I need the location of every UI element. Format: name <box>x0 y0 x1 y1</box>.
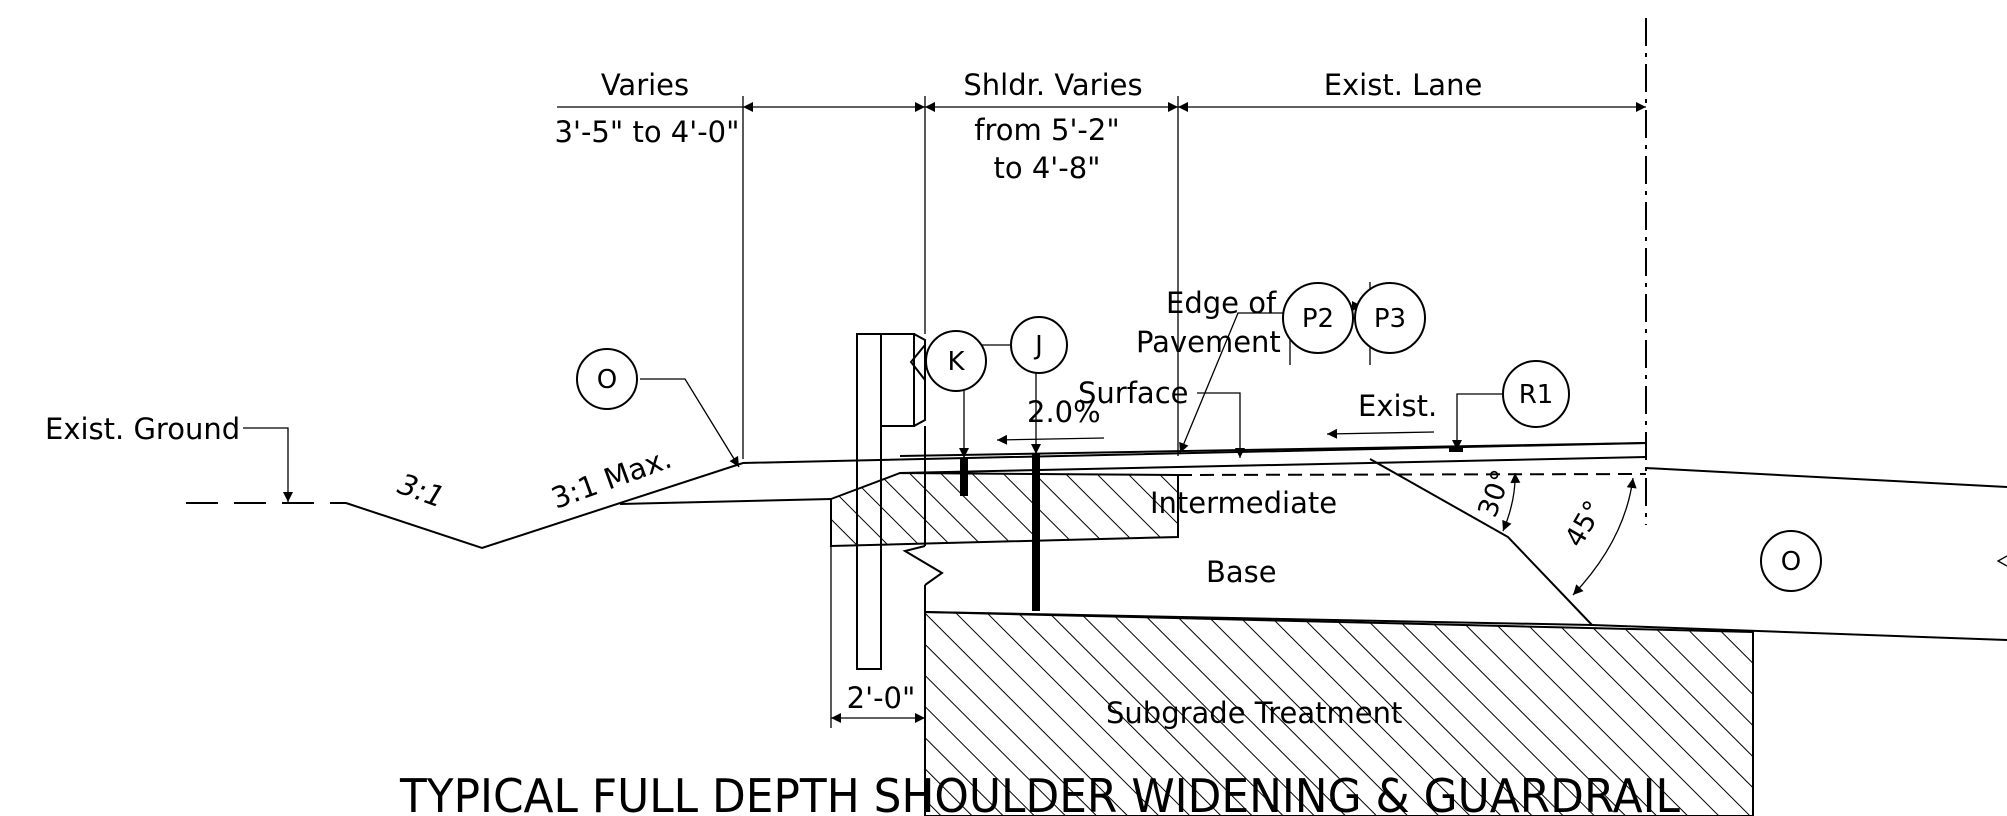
label-surface: Surface <box>1078 376 1188 410</box>
leaders <box>243 282 2007 596</box>
guardrail-post <box>856 333 944 816</box>
label-exist-ground: Exist. Ground <box>45 412 240 446</box>
callout-j: J <box>1010 316 1068 374</box>
callout-k: K <box>925 330 987 392</box>
callout-o-left: O <box>576 348 638 410</box>
svg-text:O: O <box>597 365 617 395</box>
label-slope-max: 3:1 Max. <box>547 441 676 516</box>
shoulder-base-area <box>830 471 1179 548</box>
callout-o-right: O <box>1760 530 1822 592</box>
dimension-lines <box>557 96 1646 728</box>
callout-p2: P2 <box>1282 282 1354 354</box>
svg-text:K: K <box>947 347 965 377</box>
label-angle-30: 30° <box>1472 466 1517 522</box>
dim-varies-range: 3'-5" to 4'-0" <box>555 115 740 149</box>
label-subgrade: Subgrade Treatment <box>1106 696 1402 730</box>
svg-text:J: J <box>1033 331 1043 361</box>
ground-profile <box>186 442 1647 550</box>
dim-varies: Varies <box>601 68 689 102</box>
dim-post-spacing: 2'-0" <box>847 681 916 715</box>
label-cross-slope: 2.0% <box>1027 395 1101 429</box>
svg-text:R1: R1 <box>1519 380 1554 410</box>
pavement-layers <box>899 442 2007 641</box>
callout-p3: P3 <box>1354 282 1426 354</box>
svg-text:O: O <box>1781 547 1801 577</box>
svg-text:P3: P3 <box>1374 304 1406 334</box>
dim-exist-lane: Exist. Lane <box>1324 68 1483 102</box>
label-angle-45: 45° <box>1559 496 1610 553</box>
callout-r1: R1 <box>1502 360 1570 428</box>
label-base: Base <box>1206 555 1277 589</box>
label-slope-fore: 3:1 <box>394 467 449 515</box>
label-exist: Exist. <box>1358 389 1437 423</box>
label-intermediate: Intermediate <box>1150 486 1337 520</box>
label-pavement: Pavement <box>1136 325 1281 359</box>
dim-shoulder: Shldr. Varies <box>963 68 1142 102</box>
dim-shoulder-range-1: from 5'-2" <box>974 113 1119 147</box>
svg-text:P2: P2 <box>1302 304 1334 334</box>
drawing-title: TYPICAL FULL DEPTH SHOULDER WIDENING & G… <box>399 769 1680 816</box>
label-edge-of: Edge of <box>1166 286 1277 320</box>
dim-shoulder-range-2: to 4'-8" <box>993 151 1100 185</box>
